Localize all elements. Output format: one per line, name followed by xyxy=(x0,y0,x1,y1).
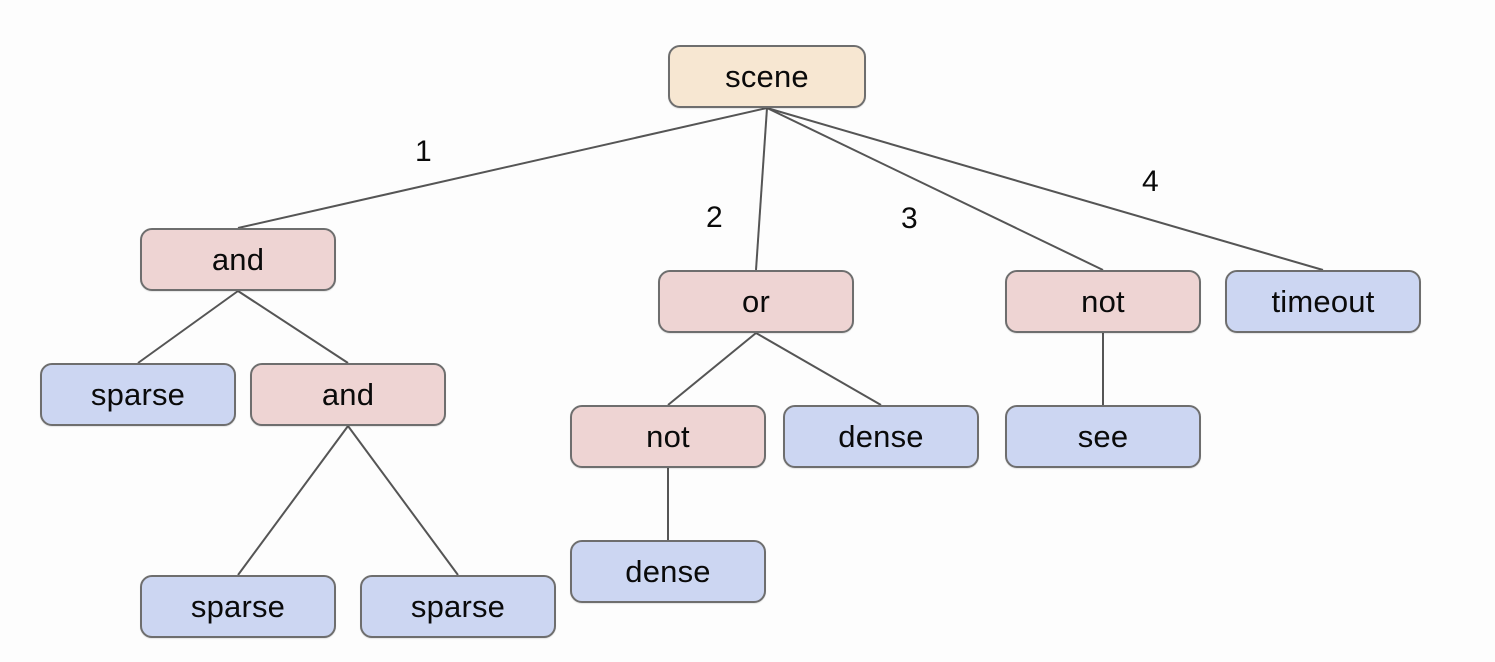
tree-edge xyxy=(237,425,349,576)
tree-node-and2[interactable]: and xyxy=(250,363,446,426)
tree-node-label: see xyxy=(1077,419,1129,454)
tree-node-label: scene xyxy=(725,59,809,94)
tree-node-not1[interactable]: not xyxy=(570,405,766,468)
tree-node-and1[interactable]: and xyxy=(140,228,336,291)
tree-node-dense2[interactable]: dense xyxy=(570,540,766,603)
tree-edge xyxy=(237,290,349,364)
tree-node-see1[interactable]: see xyxy=(1005,405,1201,468)
tree-node-timeout[interactable]: timeout xyxy=(1225,270,1421,333)
tree-edge xyxy=(755,107,768,271)
tree-edge xyxy=(237,107,768,229)
tree-node-label: timeout xyxy=(1271,284,1375,319)
edge-label-4: 4 xyxy=(1142,165,1159,198)
tree-edge xyxy=(766,107,1104,271)
tree-node-label: and xyxy=(321,377,375,412)
tree-edge xyxy=(137,290,239,364)
tree-node-label: sparse xyxy=(190,589,286,624)
tree-node-dense1[interactable]: dense xyxy=(783,405,979,468)
edge-label-1: 1 xyxy=(415,135,432,168)
tree-node-label: dense xyxy=(838,419,924,454)
tree-node-label: and xyxy=(211,242,265,277)
tree-node-sparse2[interactable]: sparse xyxy=(140,575,336,638)
tree-node-sparse1[interactable]: sparse xyxy=(40,363,236,426)
tree-node-scene[interactable]: scene xyxy=(668,45,866,108)
edge-label-3: 3 xyxy=(901,202,918,235)
tree-node-label: sparse xyxy=(90,377,186,412)
tree-node-label: not xyxy=(646,419,690,454)
tree-edge xyxy=(667,332,757,406)
tree-node-not2[interactable]: not xyxy=(1005,270,1201,333)
tree-edge xyxy=(766,107,1324,271)
tree-node-label: or xyxy=(742,284,770,319)
tree-node-sparse3[interactable]: sparse xyxy=(360,575,556,638)
tree-node-label: not xyxy=(1081,284,1125,319)
tree-node-label: dense xyxy=(625,554,711,589)
tree-edge xyxy=(755,332,882,406)
tree-node-label: sparse xyxy=(410,589,506,624)
tree-edge xyxy=(347,425,459,576)
tree-node-or1[interactable]: or xyxy=(658,270,854,333)
edge-label-2: 2 xyxy=(706,201,723,234)
